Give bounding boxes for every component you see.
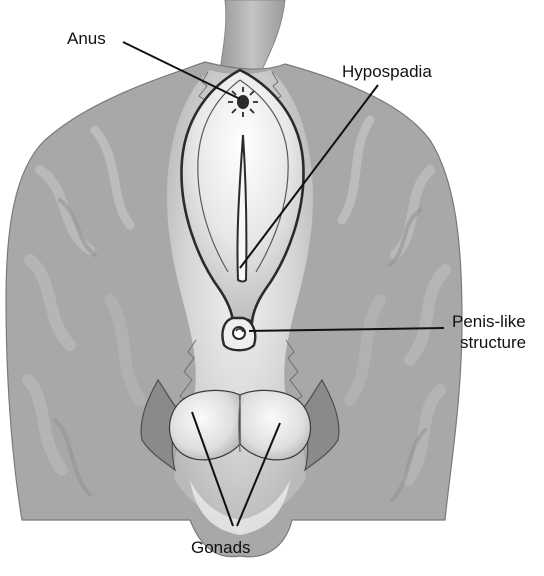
penis-like-structure [222,318,255,350]
label-penis-like-line1: Penis-like [452,312,526,331]
label-anus: Anus [67,29,106,48]
label-penis-like-line2: structure [460,333,526,352]
anus-mark [228,87,258,117]
tail [220,0,285,72]
label-gonads: Gonads [191,538,251,557]
label-hypospadia: Hypospadia [342,62,432,81]
